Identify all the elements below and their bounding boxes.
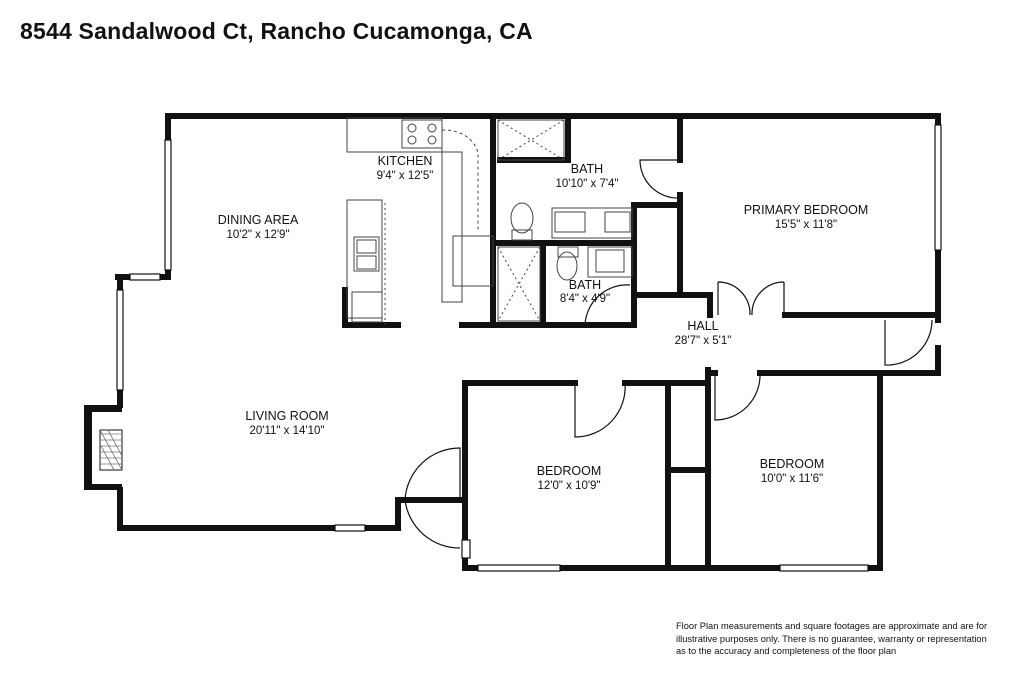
disclaimer-line: as to the accuracy and completeness of t…: [676, 646, 897, 656]
disclaimer: Floor Plan measurements and square foota…: [676, 620, 1016, 658]
kitchen-dims: 9'4" x 12'5": [377, 170, 434, 182]
hall-label: HALL: [687, 319, 718, 333]
living-room-label: LIVING ROOM: [245, 409, 328, 423]
bedroom1-dims: 12'0" x 10'9": [537, 480, 600, 492]
bedroom2-label: BEDROOM: [760, 457, 825, 471]
bedroom1-label: BEDROOM: [537, 464, 602, 478]
bath2-dims: 8'4" x 4'9": [560, 293, 610, 305]
primary-bedroom-label: PRIMARY BEDROOM: [744, 203, 869, 217]
walls: [115, 113, 941, 571]
kitchen-fixtures: [346, 117, 494, 325]
bath2-label: BATH: [569, 278, 601, 292]
dining-dims: 10'2" x 12'9": [226, 229, 289, 241]
kitchen-label: KITCHEN: [378, 154, 433, 168]
bedroom2-dims: 10'0" x 11'6": [761, 473, 823, 485]
bath1-label: BATH: [571, 162, 603, 176]
hall-dims: 28'7" x 5'1": [675, 335, 732, 347]
doors: [404, 159, 933, 549]
living-room-dims: 20'11" x 14'10": [249, 425, 324, 437]
disclaimer-line: illustrative purposes only. There is no …: [676, 633, 987, 644]
windows: [116, 124, 942, 572]
dining-label: DINING AREA: [218, 213, 299, 227]
disclaimer-line: Floor Plan measurements and square foota…: [676, 621, 988, 631]
bath-fixtures: [497, 119, 633, 322]
address-title: 8544 Sandalwood Ct, Rancho Cucamonga, CA: [20, 18, 533, 44]
bath1-dims: 10'10" x 7'4": [555, 178, 618, 190]
primary-bedroom-dims: 15'5" x 11'8": [775, 219, 837, 231]
fireplace: [84, 405, 123, 490]
